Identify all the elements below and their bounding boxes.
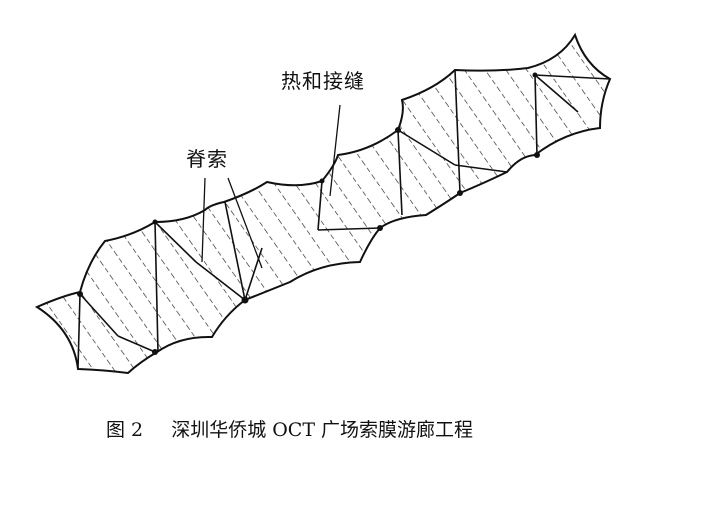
leader-lines [201,104,341,269]
ridge-cable-label: 脊索 [186,147,228,171]
leader-ridge-right [227,177,263,269]
leader-heat-seam [329,104,341,197]
membrane-hatch [37,35,610,373]
heat-seam-label: 热和接缝 [281,69,365,93]
figure-number: 图 2 [106,419,144,441]
figure-title: 深圳华侨城 OCT 广场索膜游廊工程 [171,419,474,441]
anchor-nodes [77,72,540,355]
ridge-cables [77,69,611,369]
figure-caption: 图 2 深圳华侨城 OCT 广场索膜游廊工程 [106,418,473,442]
leader-ridge-left [201,177,206,263]
